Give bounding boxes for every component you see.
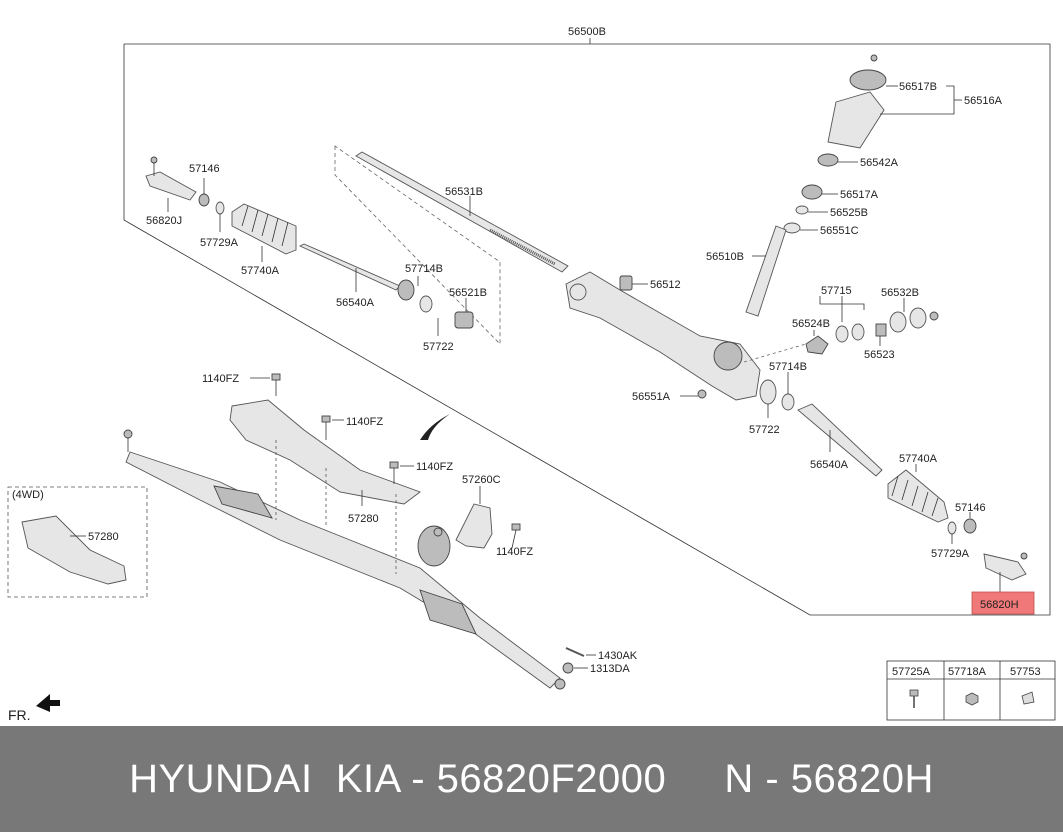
- label-bolt1: 1140FZ: [202, 373, 239, 385]
- footer-bar: HYUNDAI KIA - 56820F2000 N - 56820H: [0, 726, 1063, 832]
- label-castle-nut: 1313DA: [590, 663, 630, 675]
- yoke-plug: [805, 335, 829, 355]
- label-inner-left: 56540A: [336, 297, 375, 309]
- assembled-rack: [125, 451, 561, 689]
- pinion-shaft: [745, 225, 787, 317]
- legend-table: 57725A 57718A 57753: [886, 660, 1056, 721]
- label-bracket-c: 57260C: [462, 474, 501, 486]
- label-ring-b: 56525B: [830, 207, 868, 219]
- label-inner-right: 56540A: [810, 459, 849, 471]
- ring-left: [419, 295, 433, 313]
- bearing: [801, 184, 823, 200]
- castle-nut: [562, 662, 574, 674]
- yoke: [889, 311, 907, 333]
- label-oring-a: 56551A: [632, 391, 671, 403]
- tie-rod-end-right: [983, 553, 1027, 581]
- bolt-icon: [511, 523, 521, 531]
- label-front: FR.: [8, 707, 31, 723]
- label-boot-right: 57740A: [899, 453, 938, 465]
- direction-arrow-icon: [420, 414, 450, 440]
- label-shield-4wd: 57280: [88, 531, 119, 543]
- clamp-left: [397, 279, 415, 301]
- ring: [795, 205, 809, 215]
- label-clamp-right: 57714B: [769, 361, 807, 373]
- bracket: [455, 503, 493, 549]
- label-tie-end-left: 56820J: [146, 215, 182, 227]
- heat-shield: [229, 399, 421, 505]
- washer-left: [198, 193, 210, 207]
- inner-rod-left: [298, 243, 401, 291]
- label-pinion: 56510B: [706, 251, 744, 263]
- label-ring-right: 57722: [749, 424, 780, 436]
- gear-housing: [565, 271, 761, 401]
- assembled-housing: [417, 525, 451, 567]
- label-bolt4: 1140FZ: [496, 546, 533, 558]
- shield-4wd: [21, 515, 127, 585]
- assembled-boot-right: [419, 589, 477, 635]
- legend-header-3: 57753: [1010, 666, 1041, 678]
- clamp-right: [759, 379, 777, 405]
- parts-diagram: 56500B 56517B 56516A 56542A 56517A 56525…: [7, 26, 1056, 723]
- label-bearing-a: 56517A: [840, 189, 879, 201]
- label-seal-a: 56542A: [860, 157, 899, 169]
- label-wash-left: 57146: [189, 163, 220, 175]
- label-ring-left: 57722: [423, 341, 454, 353]
- clip-left: [215, 201, 225, 215]
- part-number-caption: HYUNDAI KIA - 56820F2000 N - 56820H: [129, 756, 934, 801]
- assembly-outline: [123, 43, 1051, 616]
- label-heat-shield: 57280: [348, 513, 379, 525]
- label-bush: 56521B: [449, 287, 487, 299]
- label-clamp-left: 57714B: [405, 263, 443, 275]
- nut: [619, 275, 633, 291]
- bolt-icon: [271, 373, 281, 381]
- tie-rod-end-left: [145, 171, 197, 201]
- label-bolt2: 1140FZ: [346, 416, 383, 428]
- label-clip-left: 57729A: [200, 237, 239, 249]
- legend-header-1: 57725A: [892, 666, 931, 678]
- label-bracket-grp: 57715: [821, 285, 852, 297]
- label-yoke: 56532B: [881, 287, 919, 299]
- top-bearing: [849, 69, 887, 91]
- cotter-pin: [565, 647, 585, 657]
- seal: [817, 153, 839, 167]
- label-bolt3: 1140FZ: [416, 461, 453, 473]
- bolt-icon: [321, 415, 331, 423]
- label-nut: 56512: [650, 279, 681, 291]
- front-arrow-icon: [36, 694, 60, 712]
- label-assembly: 56500B: [568, 26, 606, 38]
- legend-header-2: 57718A: [948, 666, 987, 678]
- label-boot-left: 57740A: [241, 265, 280, 277]
- label-tie-end-right[interactable]: 56820H: [980, 599, 1019, 611]
- label-cover: 56516A: [964, 95, 1003, 107]
- legend-nut-icon: [965, 692, 979, 706]
- label-rack: 56531B: [445, 186, 483, 198]
- label-clip-right: 57729A: [931, 548, 970, 560]
- highlight-box: [971, 591, 1035, 615]
- label-fourwd: (4WD): [12, 489, 44, 501]
- subgroup-frame: [334, 145, 501, 345]
- boot-right: [887, 469, 949, 523]
- oring-a: [697, 389, 707, 399]
- label-oring-c: 56551C: [820, 225, 859, 237]
- label-bearing-top: 56517B: [899, 81, 937, 93]
- cover: [827, 91, 885, 149]
- label-spring: 56523: [864, 349, 895, 361]
- bolt-icon: [389, 461, 399, 469]
- label-yoke-plug: 56524B: [792, 318, 830, 330]
- clip-right: [947, 521, 957, 535]
- label-pin: 1430AK: [598, 650, 638, 662]
- inner-rod-right: [797, 403, 883, 477]
- oring: [783, 222, 801, 234]
- spring: [875, 323, 887, 337]
- legend-clip-icon: [1021, 691, 1035, 705]
- washer-right: [963, 518, 977, 534]
- label-wash-right: 57146: [955, 502, 986, 514]
- fourwd-box: [7, 486, 148, 598]
- assembled-boot-left: [213, 485, 273, 519]
- bush: [454, 311, 474, 329]
- legend-bolt-icon: [909, 689, 919, 708]
